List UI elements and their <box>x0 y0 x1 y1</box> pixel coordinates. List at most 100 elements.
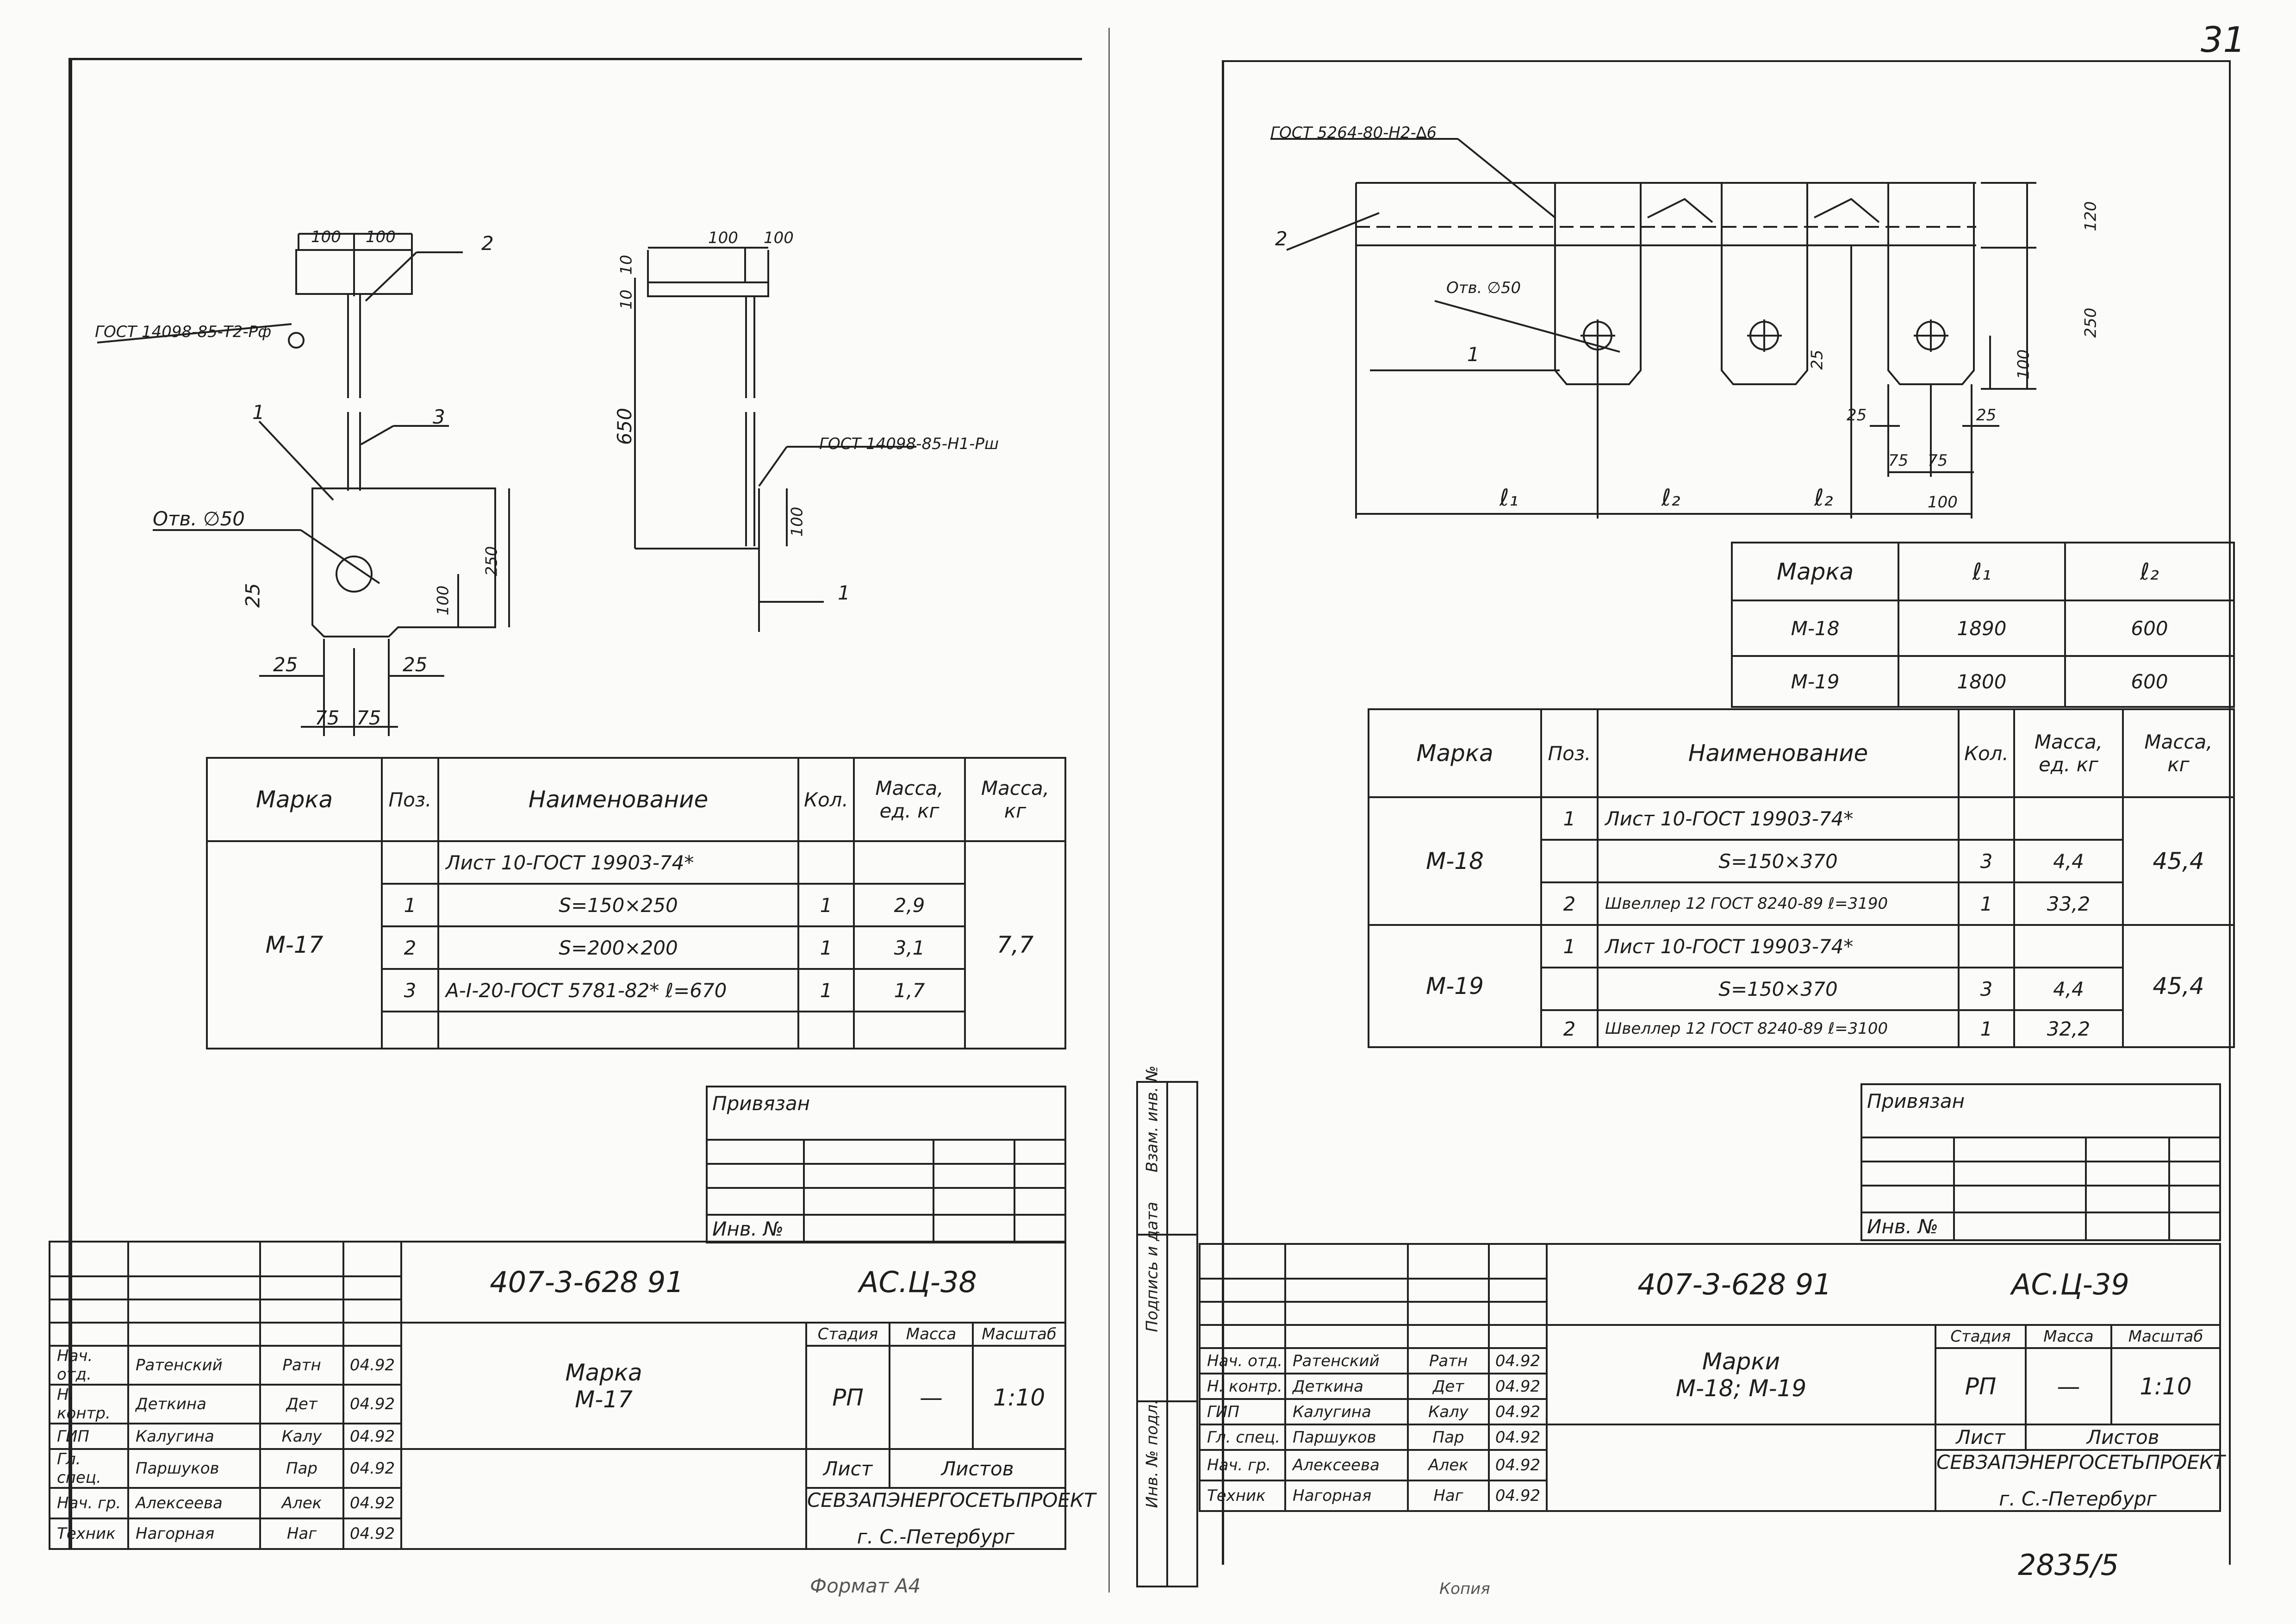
table-cell <box>1013 1214 1067 1243</box>
table-cell: Лист 10-ГОСТ 19903-74* <box>1597 796 1960 841</box>
table-cell: 1 <box>1540 796 1599 841</box>
table-cell: А-I-20-ГОСТ 5781-82* ℓ=670 <box>437 968 799 1012</box>
vzam-inv-label: Взам. инв. № <box>1136 1066 1168 1236</box>
table-cell <box>933 1187 1015 1216</box>
table-cell <box>1284 1243 1409 1280</box>
signer-date: 04.92 <box>1488 1480 1548 1512</box>
table-cell <box>933 1163 1015 1189</box>
header-mark: Марка <box>1368 708 1542 798</box>
table-cell: 3 <box>1958 967 2015 1011</box>
signer-date: 04.92 <box>1488 1398 1548 1425</box>
dim-100-b: 100 <box>1928 493 1958 512</box>
signer-name: Паршуков <box>127 1448 261 1489</box>
table-cell <box>1166 1081 1198 1236</box>
dim-25-c: 25 <box>403 653 428 676</box>
signer-date: 04.92 <box>342 1384 402 1424</box>
table-cell <box>2168 1212 2221 1241</box>
signer-signature: Наг <box>259 1518 344 1550</box>
table-cell: S=150×250 <box>437 883 799 927</box>
table-cell: Лист 10-ГОСТ 19903-74* <box>1597 924 1960 968</box>
signer-role: Нач. отд. <box>1199 1347 1286 1374</box>
dim-100-h: 100 <box>434 585 453 616</box>
header-pos: Поз. <box>381 757 439 842</box>
table-cell <box>2085 1161 2170 1187</box>
table-cell: 600 <box>2064 655 2235 708</box>
signer-role: Н. контр. <box>49 1384 129 1424</box>
table-cell: 2 <box>1540 1009 1599 1048</box>
page-divider <box>1108 28 1110 1593</box>
dim-25-b: 25 <box>273 653 298 676</box>
table-cell: 3,1 <box>853 925 966 970</box>
inv-no-label: Инв. № <box>706 1214 805 1243</box>
signer-role: Техник <box>49 1518 129 1550</box>
pos-3-label: 3 <box>433 406 445 428</box>
signer-signature: Пар <box>259 1448 344 1489</box>
signer-name: Нагорная <box>127 1518 261 1550</box>
table-cell <box>1953 1161 2087 1187</box>
table-cell <box>1284 1301 1409 1326</box>
table-cell <box>797 1011 855 1049</box>
privyazan-label: Привязан <box>705 1086 1067 1141</box>
signer-date: 04.92 <box>1488 1449 1548 1481</box>
mass-value: — <box>2025 1347 2112 1425</box>
signer-role: Гл. спец. <box>49 1448 129 1489</box>
table-cell <box>437 1011 799 1049</box>
table-cell <box>853 1011 966 1049</box>
table-cell: 4,4 <box>2013 967 2124 1011</box>
pos-1-label: 1 <box>1467 343 1480 366</box>
signer-date: 04.92 <box>1488 1373 1548 1400</box>
copy-label: Копия <box>1439 1580 1490 1598</box>
table-cell <box>706 1187 805 1216</box>
signer-role: Н. контр. <box>1199 1373 1286 1400</box>
table-cell <box>1013 1163 1067 1189</box>
dims-header-l1: ℓ₁ <box>1898 542 2066 601</box>
table-cell <box>797 840 855 885</box>
table-cell: 3 <box>381 968 439 1012</box>
table-cell: S=150×370 <box>1597 967 1960 1011</box>
signer-signature: Алек <box>259 1487 344 1519</box>
table-cell: 3 <box>1958 839 2015 883</box>
total-mass-cell: 45,4 <box>2122 924 2235 1048</box>
table-cell <box>259 1275 344 1300</box>
table-cell <box>803 1139 934 1165</box>
table-cell: S=200×200 <box>437 925 799 970</box>
table-cell <box>933 1139 1015 1165</box>
header-mass: Масса, кг <box>2122 708 2235 798</box>
table-cell: 1,7 <box>853 968 966 1012</box>
podpis-label: Подпись и дата <box>1136 1202 1168 1402</box>
table-cell <box>49 1241 129 1277</box>
table-cell: 2 <box>381 925 439 970</box>
table-cell: 1 <box>797 968 855 1012</box>
lists-header: Листов <box>2024 1424 2221 1451</box>
dim-75-a: 75 <box>1888 451 1909 470</box>
signer-date: 04.92 <box>342 1487 402 1519</box>
table-cell: 33,2 <box>2013 881 2124 926</box>
right-spec-table: Марка Поз. Наименование Кол. Масса, ед. … <box>1368 708 2235 1048</box>
signer-name: Нагорная <box>1284 1480 1409 1512</box>
dim-10-b: 10 <box>617 289 636 310</box>
table-cell <box>1284 1278 1409 1303</box>
table-cell <box>2085 1212 2170 1241</box>
signer-signature: Калу <box>259 1423 344 1450</box>
stage-value: РП <box>805 1345 890 1450</box>
header-name: Наименование <box>1597 708 1960 798</box>
dim-100-d: 100 <box>764 229 794 247</box>
table-cell: М-19 <box>1731 655 1899 708</box>
page-number: 31 <box>2201 19 2246 60</box>
side-column: Взам. инв. № Подпись и дата Инв. № подл. <box>1136 1066 1198 1587</box>
header-mark: Марка <box>206 757 383 842</box>
stage-value: РП <box>1935 1347 2027 1425</box>
table-cell <box>2168 1185 2221 1213</box>
table-cell <box>259 1299 344 1324</box>
table-cell <box>803 1187 934 1216</box>
header-unit-mass: Масса, ед. кг <box>2013 708 2124 798</box>
table-cell: 2,9 <box>853 883 966 927</box>
scale-value: 1:10 <box>2110 1347 2221 1425</box>
total-mass-cell: 7,7 <box>964 840 1066 1049</box>
table-cell <box>1953 1212 2087 1241</box>
dim-10-a: 10 <box>617 255 636 275</box>
dim-75-a: 75 <box>315 706 340 729</box>
